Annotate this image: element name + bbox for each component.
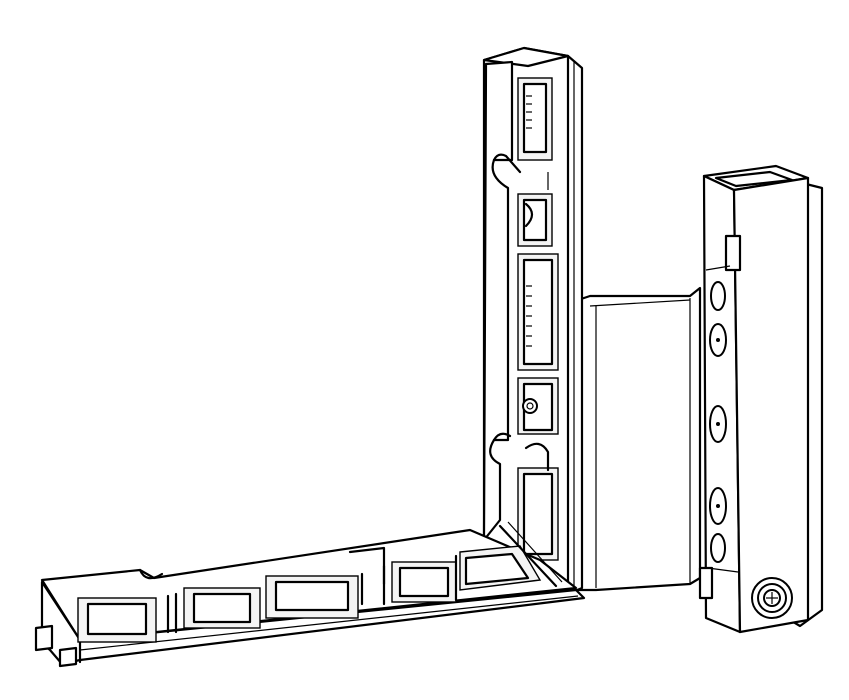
serrations-middle — [526, 285, 532, 347]
bar-holes — [709, 281, 727, 563]
serrations-upper — [526, 95, 532, 129]
pin-hole — [522, 398, 538, 414]
corner-bracket-vertical-leg — [482, 46, 584, 600]
catch-curve — [524, 202, 534, 228]
clip-lower — [698, 566, 714, 600]
locking-bar — [698, 164, 824, 634]
clip-upper — [724, 234, 742, 272]
foot-left — [34, 624, 54, 652]
connector-plate — [576, 286, 702, 592]
fixing-screw — [751, 577, 793, 619]
foot-right — [58, 646, 78, 668]
corner-bracket-horizontal-leg — [34, 521, 586, 668]
